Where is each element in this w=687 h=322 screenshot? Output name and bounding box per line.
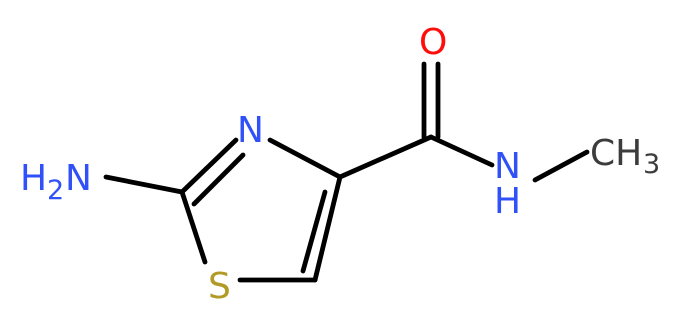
amine-n: N [65,158,92,199]
oxygen-label: O [419,22,447,63]
bond-c4-c5 [312,174,343,283]
ring-nitrogen-label: N [237,110,264,151]
bond-c2-n3-double [191,152,246,207]
methyl-label: CH [590,133,642,174]
bond-c2-n3 [179,137,239,195]
bonds [103,61,590,283]
bond-carbonyl-n [428,134,495,168]
bond-n-ch3 [532,149,590,183]
bond-n3-c4 [267,137,343,180]
amine-label: H [20,158,47,199]
methyl-sub: 3 [643,149,660,180]
bond-c4-c5-double [300,189,328,274]
amine-sub: 2 [47,175,64,206]
amide-hydrogen-label: H [494,181,521,222]
atom-labels: H 2 N N S O N H CH 3 [20,22,660,307]
bond-c2-nh2 [103,174,185,195]
bond-c4-carbonyl [337,134,434,180]
sulfur-label: S [208,266,231,307]
bond-s1-c2 [179,189,208,265]
amide-nitrogen-label: N [494,146,521,187]
